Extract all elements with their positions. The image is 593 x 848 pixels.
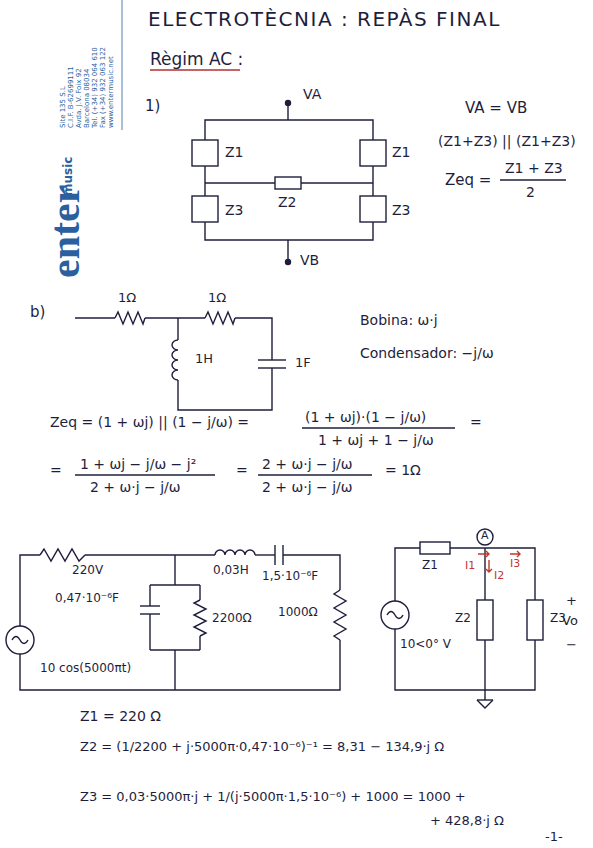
- handwritten-label: 0,03H: [213, 564, 249, 578]
- handwritten-label: -1-: [545, 830, 563, 845]
- handwritten-label: (1 + ωj)·(1 − j/ω): [305, 409, 426, 425]
- handwritten-label: Z1: [225, 144, 244, 160]
- handwritten-label: 1 + ωj + 1 − j/ω: [318, 432, 434, 448]
- handwritten-label: 220V: [72, 564, 103, 578]
- handwritten-label: Vo: [562, 614, 578, 629]
- handwritten-label: Z1: [422, 559, 438, 573]
- stamp-logo: music: [62, 157, 74, 196]
- handwritten-label: 2 + ω·j − j/ω: [90, 479, 181, 495]
- handwritten-label: =: [50, 462, 62, 478]
- handwritten-label: = 1Ω: [385, 462, 421, 478]
- handwritten-label: b): [30, 304, 45, 321]
- handwritten-label: VB: [300, 252, 319, 268]
- stamp-text: Site 135 S.L: [60, 86, 67, 128]
- handwritten-label: 1): [145, 98, 160, 115]
- handwritten-label: =: [236, 462, 248, 478]
- handwritten-label: 1H: [195, 352, 213, 367]
- handwritten-label: 1 + ωj − j/ω − j²: [80, 456, 196, 472]
- handwritten-label: Z1 + Z3: [505, 160, 563, 176]
- handwritten-label: 1,5·10⁻⁶F: [262, 570, 318, 584]
- handwritten-label: (Z1+Z3) || (Z1+Z3): [438, 133, 576, 149]
- stamp-logo: enter: [44, 185, 86, 278]
- stamp-text: C.I.F. B-62699111: [68, 66, 75, 128]
- handwritten-label: 1Ω: [118, 291, 136, 306]
- handwritten-label: Z3: [392, 202, 411, 218]
- stamp-text: Barcelona 08034: [84, 69, 91, 128]
- handwritten-label: 2: [526, 184, 535, 200]
- stamp-text: www.entermusic.net: [108, 56, 115, 128]
- handwritten-label: Z2 = (1/2200 + j·5000π·0,47·10⁻⁶)⁻¹ = 8,…: [80, 740, 444, 755]
- stamp-text: Avda. J.V. Foix 92: [76, 68, 83, 128]
- handwritten-label: Condensador: −j/ω: [360, 345, 494, 361]
- handwritten-label: −: [566, 638, 577, 653]
- handwritten-label: Zeq = (1 + ωj) || (1 − j/ω) =: [50, 414, 249, 430]
- handwritten-label: 1Ω: [208, 291, 226, 306]
- handwritten-label: 2 + ω·j − j/ω: [262, 456, 353, 472]
- handwritten-label: 2200Ω: [212, 612, 252, 626]
- handwritten-label: 10 cos(5000πt): [40, 662, 131, 676]
- handwritten-label: Règim AC :: [150, 50, 243, 70]
- stamp-text: Tel. (+34) 932 064 610: [92, 47, 99, 128]
- handwritten-label: 1000Ω: [278, 606, 318, 620]
- handwritten-label: Z2: [455, 612, 471, 626]
- stamp-text: Fax (+34) 932 063 122: [100, 47, 107, 128]
- handwritten-label: 10<0° V: [400, 638, 451, 652]
- handwritten-label: Z1 = 220 Ω: [80, 708, 161, 724]
- handwritten-label: VA: [303, 86, 321, 102]
- handwritten-label: 0,47·10⁻⁶F: [55, 592, 119, 606]
- handwritten-label: =: [470, 414, 482, 430]
- handwritten-label: VA = VB: [465, 100, 527, 117]
- handwritten-label: Z3 = 0,03·5000π·j + 1/(j·5000π·1,5·10⁻⁶)…: [80, 790, 466, 805]
- handwritten-label: Z1: [392, 144, 411, 160]
- handwritten-label: A: [481, 530, 489, 543]
- handwritten-label: I1: [465, 560, 475, 573]
- handwritten-label: 1F: [295, 356, 311, 371]
- page-title: ELECTROTÈCNIA : REPÀS FINAL: [148, 8, 501, 31]
- handwritten-label: Bobina: ω·j: [360, 312, 438, 328]
- handwritten-label: Z3: [225, 202, 244, 218]
- handwritten-label: + 428,8·j Ω: [430, 814, 504, 829]
- handwritten-label: I3: [510, 558, 520, 571]
- handwritten-label: 2 + ω·j − j/ω: [262, 479, 353, 495]
- handwritten-label: Z2: [278, 194, 297, 210]
- handwritten-label: +: [566, 594, 577, 609]
- handwritten-label: I2: [494, 570, 504, 583]
- handwritten-label: Zeq =: [445, 172, 491, 189]
